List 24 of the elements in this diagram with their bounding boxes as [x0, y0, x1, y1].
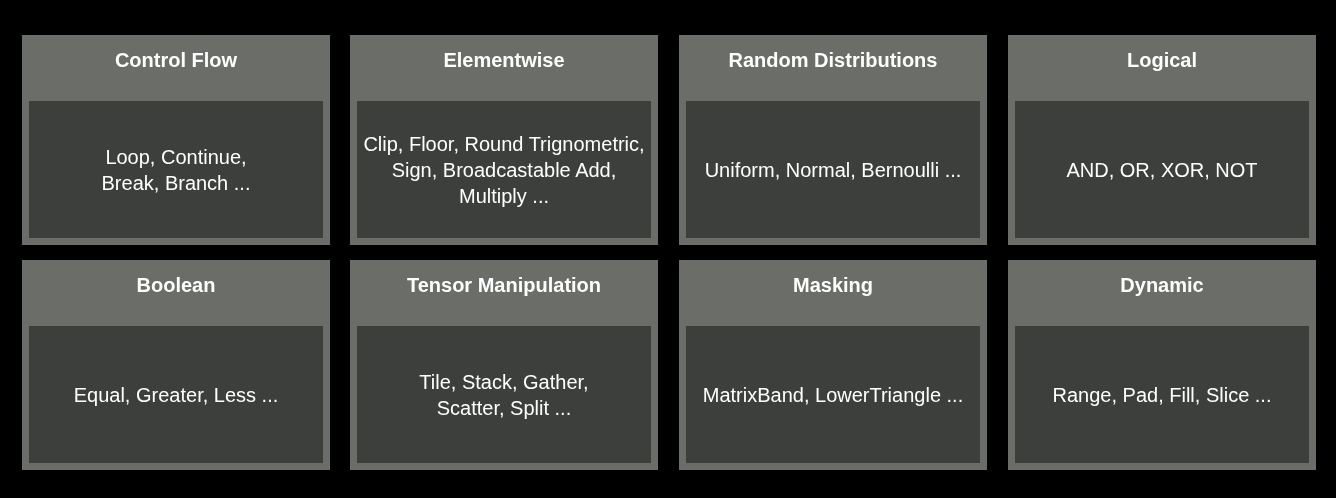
card-title: Elementwise	[442, 49, 566, 72]
category-card	[350, 260, 658, 470]
content-panel: Tile, Stack, Gather, Scatter, Split ...	[357, 326, 651, 463]
card-title: Logical	[1126, 49, 1198, 72]
category-card	[1008, 35, 1316, 245]
content-panel: AND, OR, XOR, NOT	[1015, 101, 1309, 238]
card-title: Random Distributions	[727, 49, 939, 72]
card-title: Tensor Manipulation	[405, 274, 603, 297]
category-card	[1008, 260, 1316, 470]
content-panel: Range, Pad, Fill, Slice ...	[1015, 326, 1309, 463]
card-title: Control Flow	[113, 49, 239, 72]
category-card	[22, 35, 330, 245]
content-panel: Clip, Floor, Round Trignometric, Sign, Broadcastable Add, Multiply ...	[357, 101, 651, 238]
category-card	[22, 260, 330, 470]
card-title: Masking	[792, 274, 874, 297]
category-card	[679, 35, 987, 245]
card-title: Dynamic	[1119, 274, 1205, 297]
category-card	[679, 260, 987, 470]
content-panel: MatrixBand, LowerTriangle ...	[686, 326, 980, 463]
card-title: Boolean	[135, 274, 217, 297]
content-panel: Loop, Continue, Break, Branch ...	[29, 101, 323, 238]
category-card	[350, 35, 658, 245]
content-panel: Equal, Greater, Less ...	[29, 326, 323, 463]
content-panel: Uniform, Normal, Bernoulli ...	[686, 101, 980, 238]
